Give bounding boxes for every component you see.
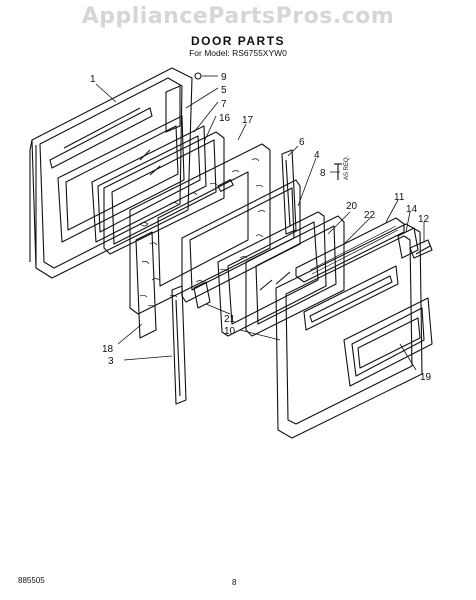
callout-17: 17 bbox=[242, 115, 254, 126]
outer-door-panel bbox=[29, 67, 193, 279]
latch-bracket bbox=[193, 281, 211, 309]
glass-frame bbox=[103, 131, 225, 255]
footer-code: 885505 bbox=[18, 576, 45, 585]
callout-5: 5 bbox=[221, 85, 227, 96]
door-gasket-strip bbox=[171, 285, 187, 405]
side-insulation-strip bbox=[135, 231, 157, 339]
as-required-note: AS REQ. bbox=[344, 155, 350, 180]
door-top-trim bbox=[397, 227, 419, 259]
callout-14: 14 bbox=[406, 204, 418, 215]
inner-window-assembly bbox=[217, 211, 327, 337]
oven-window-gasket bbox=[343, 297, 433, 387]
callout-18: 18 bbox=[102, 344, 114, 355]
inner-door-liner bbox=[275, 223, 423, 439]
callout-9: 9 bbox=[221, 72, 227, 83]
model-subtitle: For Model: RS6755XYW0 bbox=[189, 48, 287, 58]
callout-11: 11 bbox=[394, 192, 405, 203]
callout-4: 4 bbox=[314, 150, 320, 161]
callout-22: 22 bbox=[364, 210, 376, 221]
door-handle-trim bbox=[409, 239, 433, 259]
inner-window-glass bbox=[245, 215, 345, 337]
callout-8: 8 bbox=[320, 168, 326, 179]
callout-1: 1 bbox=[90, 74, 96, 85]
vent-trim bbox=[295, 217, 405, 283]
door-screw bbox=[194, 72, 202, 80]
callout-7: 7 bbox=[221, 99, 227, 110]
watermark: AppliancePartsPros.com bbox=[81, 4, 395, 29]
callout-labels: 1 9 5 7 16 17 6 4 8 20 22 11 14 12 18 3 … bbox=[90, 72, 432, 383]
callout-19: 19 bbox=[420, 372, 432, 383]
page-number: 8 bbox=[232, 578, 237, 587]
callout-10: 10 bbox=[224, 326, 236, 337]
leader-lines bbox=[95, 75, 425, 371]
door-insulation bbox=[129, 143, 271, 315]
callout-6: 6 bbox=[299, 137, 305, 148]
callout-21: 21 bbox=[224, 314, 236, 325]
callout-12: 12 bbox=[418, 214, 430, 225]
page-title: DOOR PARTS bbox=[190, 34, 286, 48]
callout-3: 3 bbox=[108, 356, 114, 367]
callout-20: 20 bbox=[346, 201, 358, 212]
hinge-strip bbox=[281, 149, 297, 235]
callout-16: 16 bbox=[219, 113, 231, 124]
